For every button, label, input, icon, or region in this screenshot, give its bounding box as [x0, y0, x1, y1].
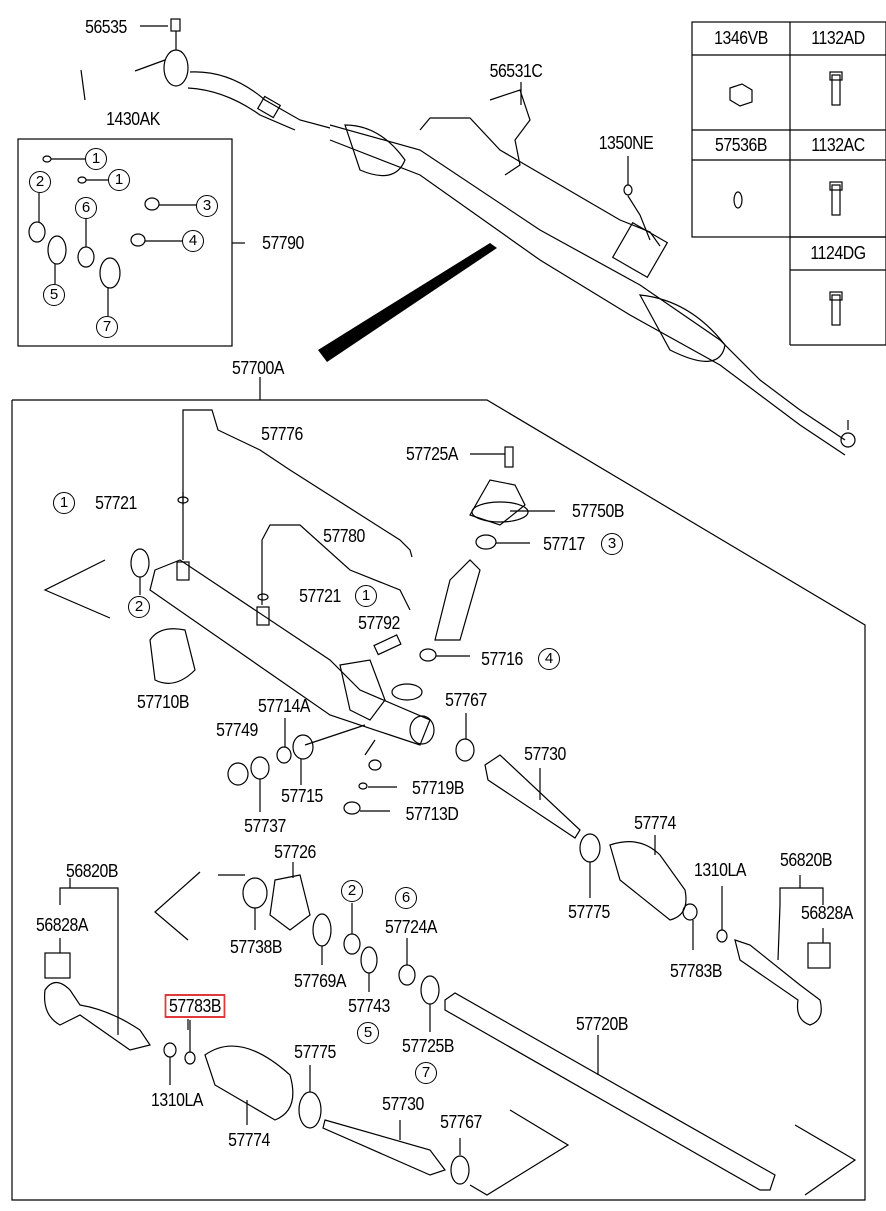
upper-rack-assembly: [80, 18, 856, 456]
part-label: 57713D: [405, 804, 459, 824]
part-label: 57783B: [670, 961, 722, 981]
part-label: 1310LA: [151, 1090, 203, 1110]
part-label: 57743: [348, 996, 390, 1016]
part-label: 57716: [481, 649, 523, 669]
table-cell: 57536B: [715, 135, 767, 155]
seal-kit-parts: [28, 155, 197, 316]
ref-circle: 6: [75, 197, 97, 219]
ref-circle: 2: [29, 171, 51, 193]
table-cell: 1132AD: [811, 28, 865, 48]
exploded-parts: [43, 409, 857, 1196]
part-label: 57717: [543, 534, 585, 554]
part-label: 57730: [524, 744, 566, 764]
part-label: 56820B: [780, 850, 832, 870]
hardware-table-grid: [691, 21, 886, 346]
ref-circle: 7: [415, 1062, 437, 1084]
part-label: 57710B: [137, 692, 189, 712]
part-label: 57775: [568, 902, 610, 922]
part-label: 57715: [281, 786, 323, 806]
part-label: 56828A: [801, 903, 853, 923]
part-label: 57738B: [230, 937, 282, 957]
part-label: 57774: [634, 813, 676, 833]
ref-circle: 5: [43, 284, 65, 306]
part-label: 57767: [445, 690, 487, 710]
ref-circle: 6: [395, 887, 417, 909]
part-label: 57721: [299, 586, 341, 606]
highlighted-part-label[interactable]: 57783B: [164, 994, 226, 1018]
ref-circle: 5: [357, 1022, 379, 1044]
part-label: 57721: [95, 493, 137, 513]
table-cell: 1124DG: [810, 243, 866, 263]
exploded-view-frame: [11, 399, 866, 1201]
part-label: 57719B: [412, 778, 464, 798]
ref-circle: 1: [108, 169, 130, 191]
ref-circle: 4: [182, 230, 204, 252]
part-label: 57774: [228, 1130, 270, 1150]
part-label: 57767: [440, 1112, 482, 1132]
part-label: 57749: [216, 720, 258, 740]
part-label: 56535: [85, 17, 127, 37]
part-label: 57775: [294, 1042, 336, 1062]
part-label: 1350NE: [598, 133, 654, 153]
part-label: 56828A: [36, 915, 88, 935]
ref-circle: 1: [53, 492, 75, 514]
part-label: 1430AK: [106, 109, 160, 129]
part-label: 57724A: [385, 917, 437, 937]
part-label: 57737: [244, 816, 286, 836]
ref-circle: 3: [196, 195, 218, 217]
part-label: 57726: [274, 842, 316, 862]
nut-icon: [729, 83, 753, 107]
part-label: 57700A: [232, 358, 284, 378]
part-label: 57780: [323, 526, 365, 546]
ref-circle: 7: [96, 316, 118, 338]
part-label: 57730: [382, 1094, 424, 1114]
ref-circle: 4: [538, 648, 560, 670]
view-arrow: [318, 243, 497, 362]
part-label: 1310LA: [694, 860, 746, 880]
part-label: 56820B: [66, 861, 118, 881]
ref-circle: 1: [355, 585, 377, 607]
part-label: 57714A: [258, 696, 310, 716]
ref-circle: 3: [601, 533, 623, 555]
ref-circle: 2: [128, 596, 150, 618]
ref-circle: 2: [341, 880, 363, 902]
part-label: 57769A: [294, 971, 346, 991]
part-label: 57750B: [572, 501, 624, 521]
part-label: 57792: [358, 613, 400, 633]
part-label: 56531C: [489, 61, 543, 81]
ref-circle: 1: [85, 148, 107, 170]
part-label: 57725B: [402, 1036, 454, 1056]
seal-kit-label: 57790: [262, 233, 304, 253]
part-label: 57720B: [576, 1014, 628, 1034]
part-label: 57725A: [406, 444, 458, 464]
table-cell: 1132AC: [811, 135, 865, 155]
part-label: 57776: [261, 424, 303, 444]
table-cell: 1346VB: [714, 28, 768, 48]
